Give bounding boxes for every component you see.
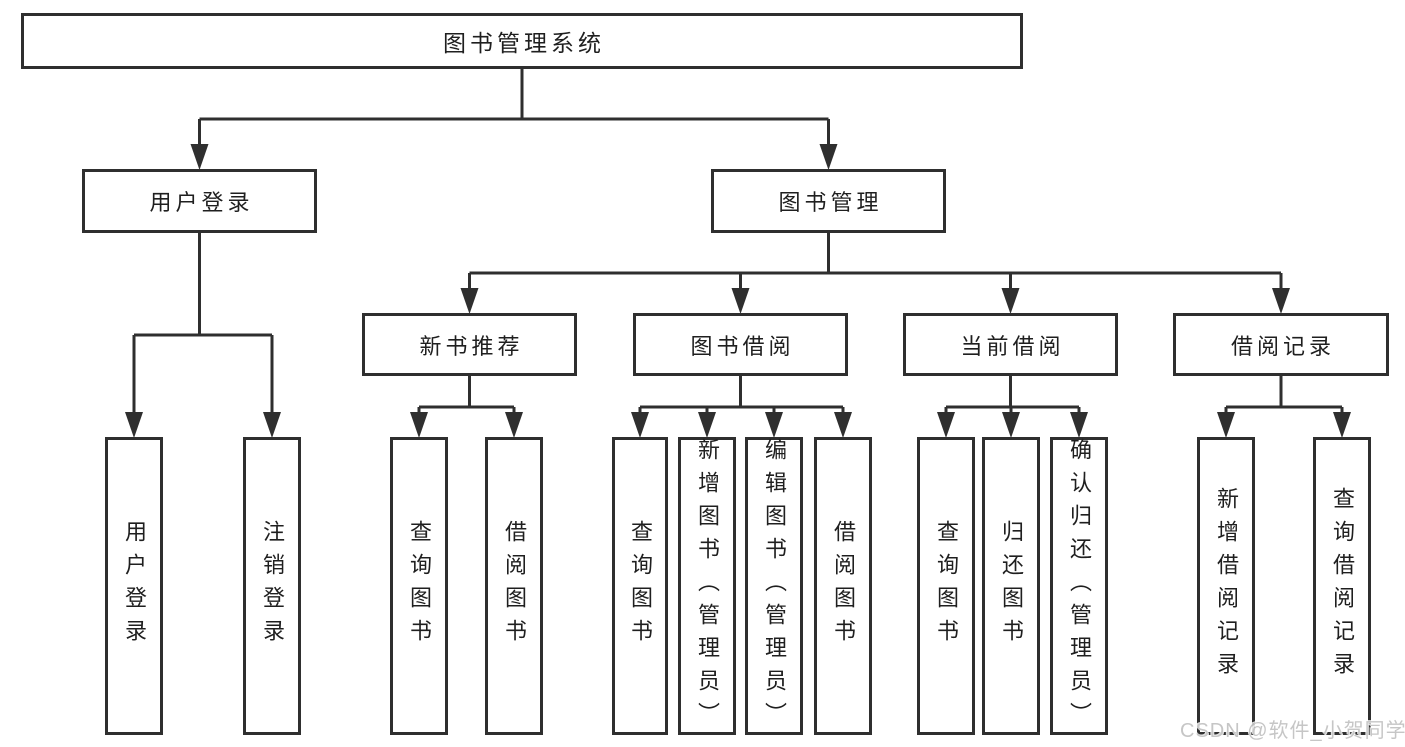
node-bb-query-book: 查询图书 [612,437,668,735]
node-label: 借阅记录 [1230,333,1335,359]
node-label: 查询图书 [934,520,959,652]
node-book-mgmt: 图书管理 [711,169,946,233]
node-label: 查询图书 [628,520,653,652]
node-bb-edit-book: 编辑图书（管理员） [745,437,803,735]
node-new-book-rec: 新书推荐 [362,313,577,376]
node-bb-borrow-book: 借阅图书 [814,437,872,735]
node-br-add-record: 新增借阅记录 [1197,437,1255,735]
node-br-query-record: 查询借阅记录 [1313,437,1371,735]
node-cb-confirm-return: 确认归还（管理员） [1050,437,1108,735]
node-cb-return-book: 归还图书 [982,437,1040,735]
node-bb-add-book: 新增图书（管理员） [678,437,736,735]
node-root: 图书管理系统 [21,13,1023,69]
csdn-watermark: CSDN @软件_小贺同学 [1180,720,1405,742]
node-label: 查询图书 [407,520,432,652]
node-borrow-record: 借阅记录 [1173,313,1389,376]
node-cb-query-book: 查询图书 [917,437,975,735]
node-label: 编辑图书（管理员） [762,437,787,735]
node-label: 归还图书 [999,520,1024,652]
node-ul-user-login: 用户登录 [105,437,163,735]
node-label: 新书推荐 [419,333,524,359]
node-user-login: 用户登录 [82,169,317,233]
node-label: 查询借阅记录 [1330,487,1355,685]
node-label: 图书借阅 [690,333,795,359]
node-label: 确认归还（管理员） [1067,437,1092,735]
node-label: 用户登录 [149,190,254,215]
node-label: 新增借阅记录 [1214,487,1239,685]
node-label: 借阅图书 [831,520,856,652]
node-ul-logout: 注销登录 [243,437,301,735]
node-book-borrow: 图书借阅 [633,313,848,376]
node-nbr-query-book: 查询图书 [390,437,448,735]
node-label: 当前借阅 [960,333,1065,359]
node-label: 借阅图书 [502,520,527,652]
node-current-borrow: 当前借阅 [903,313,1118,376]
node-label: 注销登录 [260,520,285,652]
node-label: 图书管理 [778,190,883,215]
node-nbr-borrow-book: 借阅图书 [485,437,543,735]
node-label: 新增图书（管理员） [695,437,720,735]
node-label: 用户登录 [122,520,147,652]
node-label: 图书管理系统 [443,30,605,56]
